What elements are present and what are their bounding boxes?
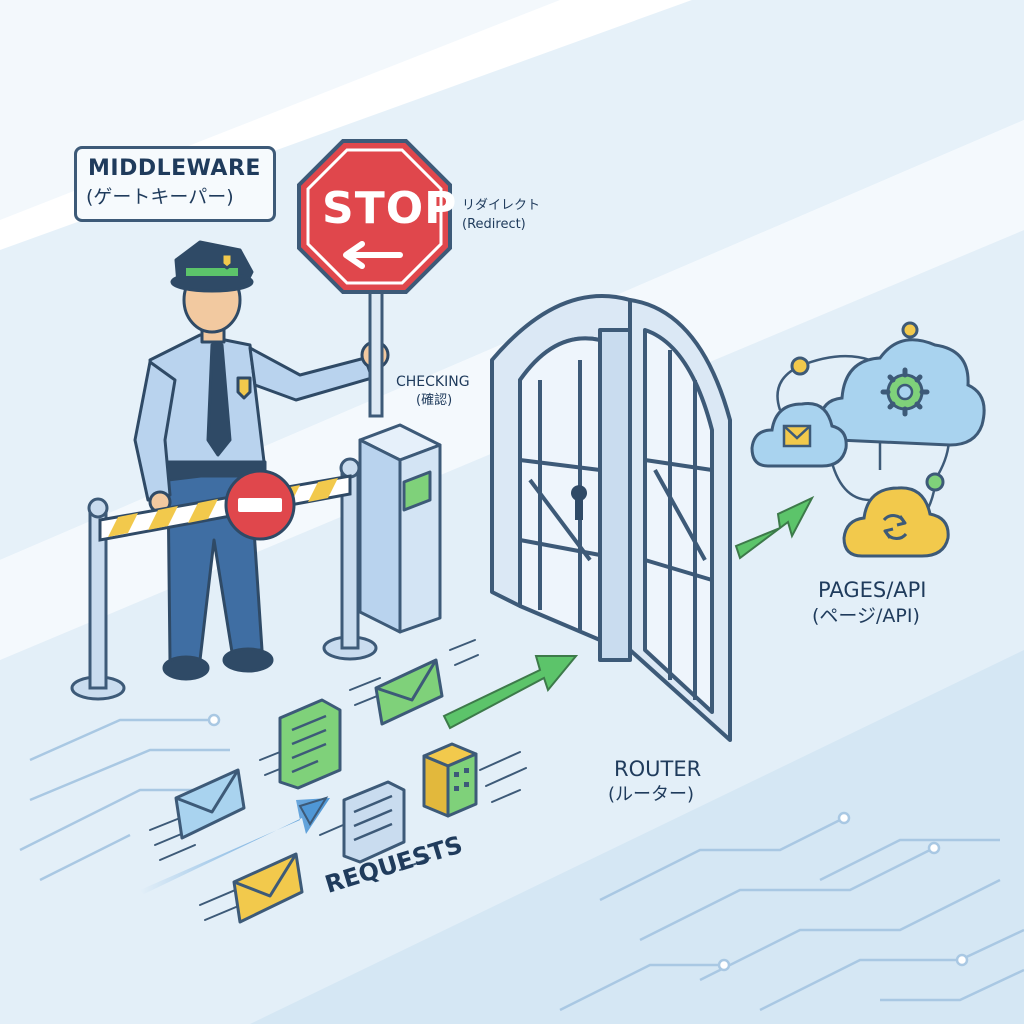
gear-icon [880,367,930,417]
middleware-title: MIDDLEWARE [88,156,261,181]
barrier-icon [70,457,378,701]
stop-sign-text: STOP [322,183,458,234]
refresh-icon [882,514,908,540]
envelope-icon [174,768,246,840]
gate-icon [490,294,732,742]
checking-label-en: CHECKING [396,374,470,390]
stop-sign-icon [297,139,452,418]
envelope-icon [374,658,444,726]
redirect-label-en: (Redirect) [462,217,526,232]
requests-group [140,639,579,924]
middleware-label-box [74,146,276,222]
cloud-icon [842,486,950,558]
middleware-subtitle: (ゲートキーパー) [86,186,234,208]
pages-api-label-en: PAGES/API [818,578,927,602]
document-icon [342,780,406,864]
router-label-jp: (ルーター) [608,784,695,805]
checking-label-jp: (確認) [416,393,453,408]
router-label-en: ROUTER [614,757,702,781]
cloud-network [750,321,986,558]
envelope-icon [782,424,812,448]
checking-kiosk-icon [358,423,442,634]
document-icon [278,698,342,790]
arrow-icon [734,495,815,560]
no-entry-sign-icon [224,469,296,541]
package-icon [422,742,478,818]
redirect-label-jp: リダイレクト [462,198,541,213]
pages-api-label-jp: (ページ/API) [812,605,920,627]
envelope-icon [232,852,304,924]
